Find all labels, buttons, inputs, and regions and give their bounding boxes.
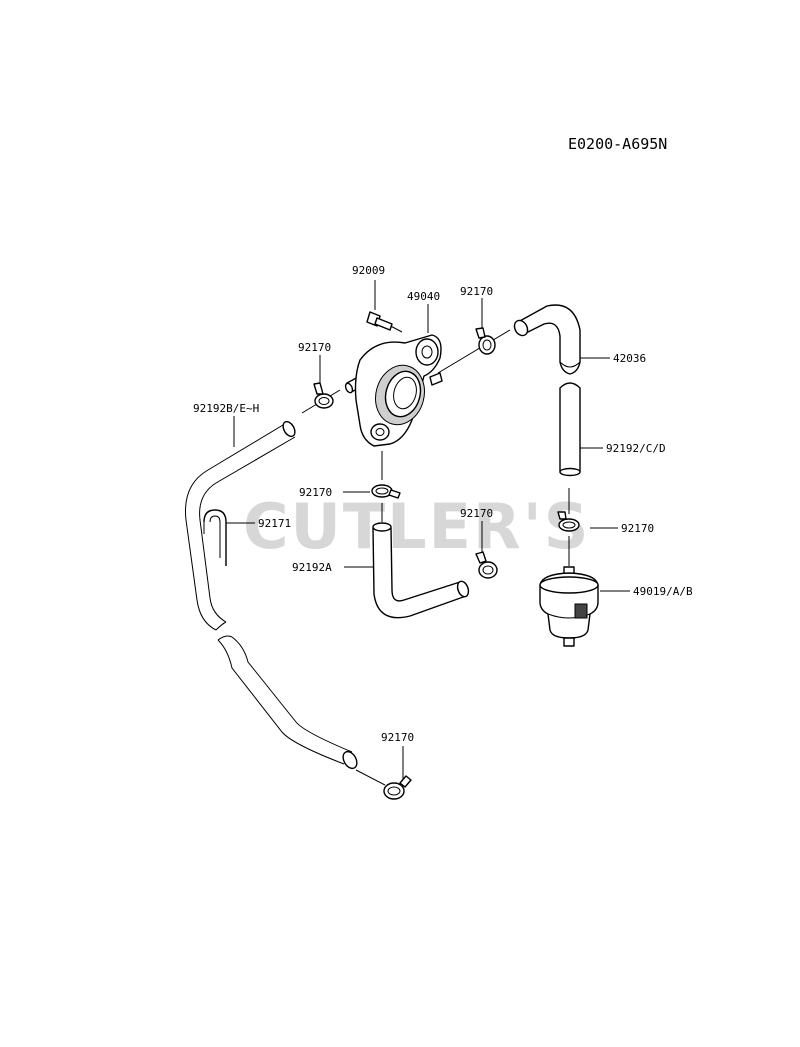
clamp-92170-d: [475, 551, 498, 579]
clamp-92170-b: [475, 327, 496, 355]
clamp-92170-a: [313, 382, 334, 409]
label-49019: 49019/A/B: [633, 585, 693, 598]
label-92192cd: 92192/C/D: [606, 442, 666, 455]
label-92170-below-pump: 92170: [299, 486, 332, 499]
label-92009: 92009: [352, 264, 385, 277]
bolt-92009: [366, 311, 393, 331]
fuel-pump-49040: [344, 334, 443, 447]
diagram-code: E0200-A695N: [568, 135, 667, 153]
label-92170-top-right: 92170: [460, 285, 493, 298]
leader-lines: [225, 280, 630, 786]
hose-92192b: [184, 420, 358, 770]
hose-92192cd: [559, 382, 581, 477]
fuel-filter-49019: [539, 566, 599, 647]
hose-42036: [513, 304, 581, 375]
label-92170-top-left: 92170: [298, 341, 331, 354]
label-92192b: 92192B/E~H: [193, 402, 259, 415]
clamp-92170-f: [383, 775, 412, 800]
label-49040: 49040: [407, 290, 440, 303]
label-92170-mid: 92170: [460, 507, 493, 520]
watermark: CUTLER'S: [243, 490, 590, 563]
label-92192a: 92192A: [292, 561, 332, 574]
label-42036: 42036: [613, 352, 646, 365]
label-92170-bottom: 92170: [381, 731, 414, 744]
callout-labels: 92009 49040 92170 92170 42036 92192B/E~H…: [193, 264, 693, 744]
label-92171: 92171: [258, 517, 291, 530]
clip-92171: [203, 509, 227, 566]
hose-92192a: [372, 522, 470, 619]
label-92170-filter: 92170: [621, 522, 654, 535]
clamp-92170-c: [371, 484, 401, 499]
clamp-92170-e: [557, 511, 580, 532]
